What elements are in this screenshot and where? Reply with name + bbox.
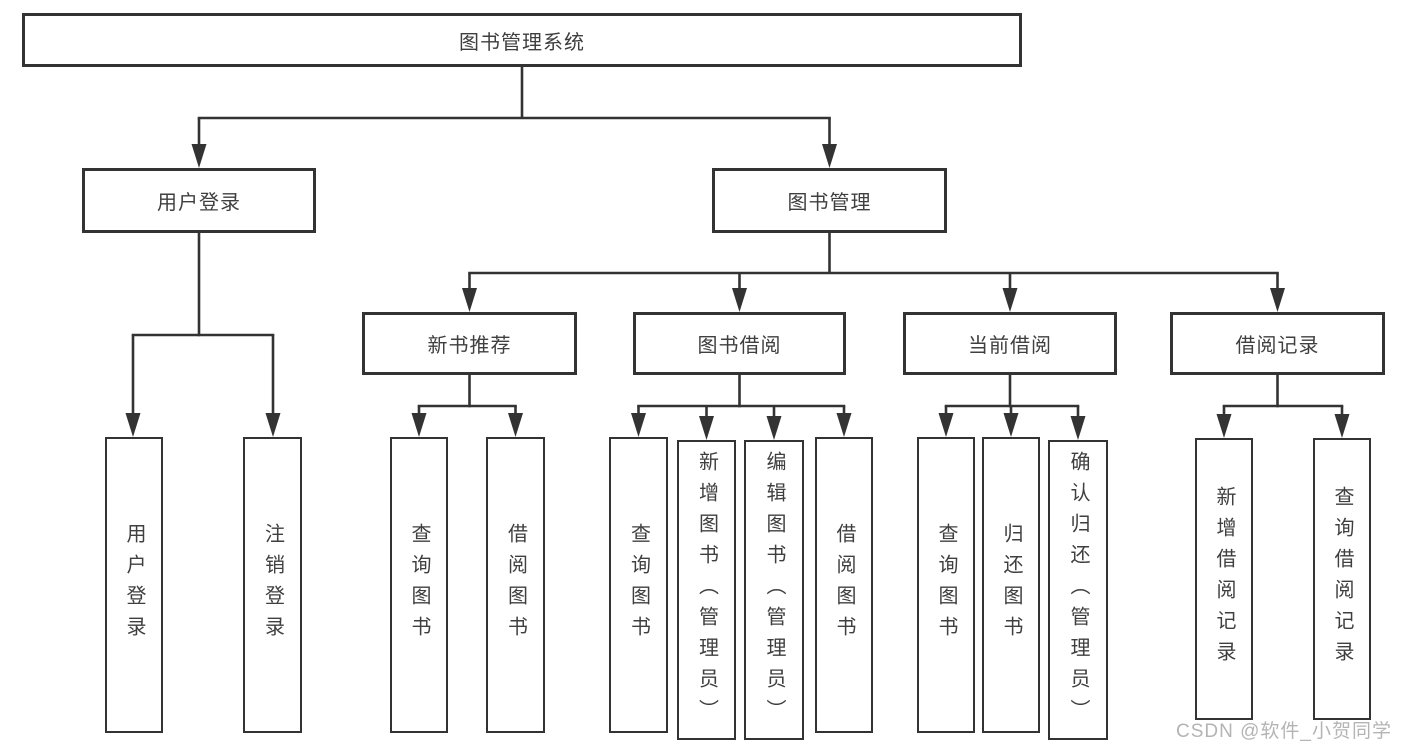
- node-user-login-branch: 用户登录: [82, 168, 316, 233]
- group-new-book-recommend-label: 新书推荐: [427, 335, 512, 357]
- node-root-system: 图书管理系统: [22, 13, 1022, 67]
- leaf-query-books-current: 查询图书: [917, 437, 975, 733]
- leaf-query-books-recommend-label: 查询图书: [408, 523, 430, 647]
- node-user-login-label: 用户登录: [157, 192, 241, 214]
- leaf-borrow-books-recommend-label: 借阅图书: [504, 523, 527, 647]
- leaf-logout-label: 注销登录: [261, 523, 284, 647]
- node-book-management-label: 图书管理: [787, 192, 872, 214]
- leaf-query-books-current-label: 查询图书: [935, 523, 957, 647]
- leaf-edit-book-admin: 编辑图书（管理员）: [744, 440, 804, 740]
- leaf-user-login: 用户登录: [105, 437, 163, 733]
- leaf-query-books-borrow: 查询图书: [609, 437, 668, 733]
- leaf-borrow-books-recommend: 借阅图书: [486, 437, 545, 733]
- leaf-borrow-books-label: 借阅图书: [833, 523, 855, 647]
- leaf-logout: 注销登录: [243, 437, 302, 733]
- node-group-book-borrow: 图书借阅: [633, 312, 846, 375]
- node-group-borrow-records: 借阅记录: [1170, 312, 1385, 375]
- leaf-edit-book-admin-label: 编辑图书（管理员）: [763, 450, 785, 730]
- leaf-confirm-return-admin: 确认归还（管理员）: [1048, 440, 1108, 740]
- node-book-management-branch: 图书管理: [712, 168, 947, 233]
- node-group-new-book-recommend: 新书推荐: [362, 312, 577, 375]
- node-group-current-borrow: 当前借阅: [903, 312, 1117, 375]
- leaf-query-books-borrow-label: 查询图书: [627, 523, 650, 647]
- leaf-return-book: 归还图书: [982, 437, 1040, 733]
- leaf-borrow-books: 借阅图书: [815, 437, 873, 733]
- group-borrow-records-label: 借阅记录: [1235, 335, 1320, 357]
- leaf-add-book-admin-label: 新增图书（管理员）: [695, 450, 718, 730]
- leaf-user-login-label: 用户登录: [123, 523, 145, 647]
- group-book-borrow-label: 图书借阅: [697, 335, 782, 357]
- node-root-label: 图书管理系统: [459, 31, 585, 54]
- leaf-add-borrow-record: 新增借阅记录: [1195, 438, 1253, 720]
- leaf-add-book-admin: 新增图书（管理员）: [677, 440, 736, 740]
- leaf-add-borrow-record-label: 新增借阅记录: [1213, 486, 1235, 672]
- leaf-query-borrow-record-label: 查询借阅记录: [1331, 486, 1353, 672]
- group-current-borrow-label: 当前借阅: [968, 335, 1052, 357]
- leaf-confirm-return-admin-label: 确认归还（管理员）: [1067, 450, 1089, 730]
- leaf-return-book-label: 归还图书: [1000, 523, 1022, 647]
- csdn-watermark: CSDN @软件_小贺同学: [1176, 721, 1392, 742]
- leaf-query-books-recommend: 查询图书: [390, 437, 448, 733]
- leaf-query-borrow-record: 查询借阅记录: [1313, 438, 1371, 720]
